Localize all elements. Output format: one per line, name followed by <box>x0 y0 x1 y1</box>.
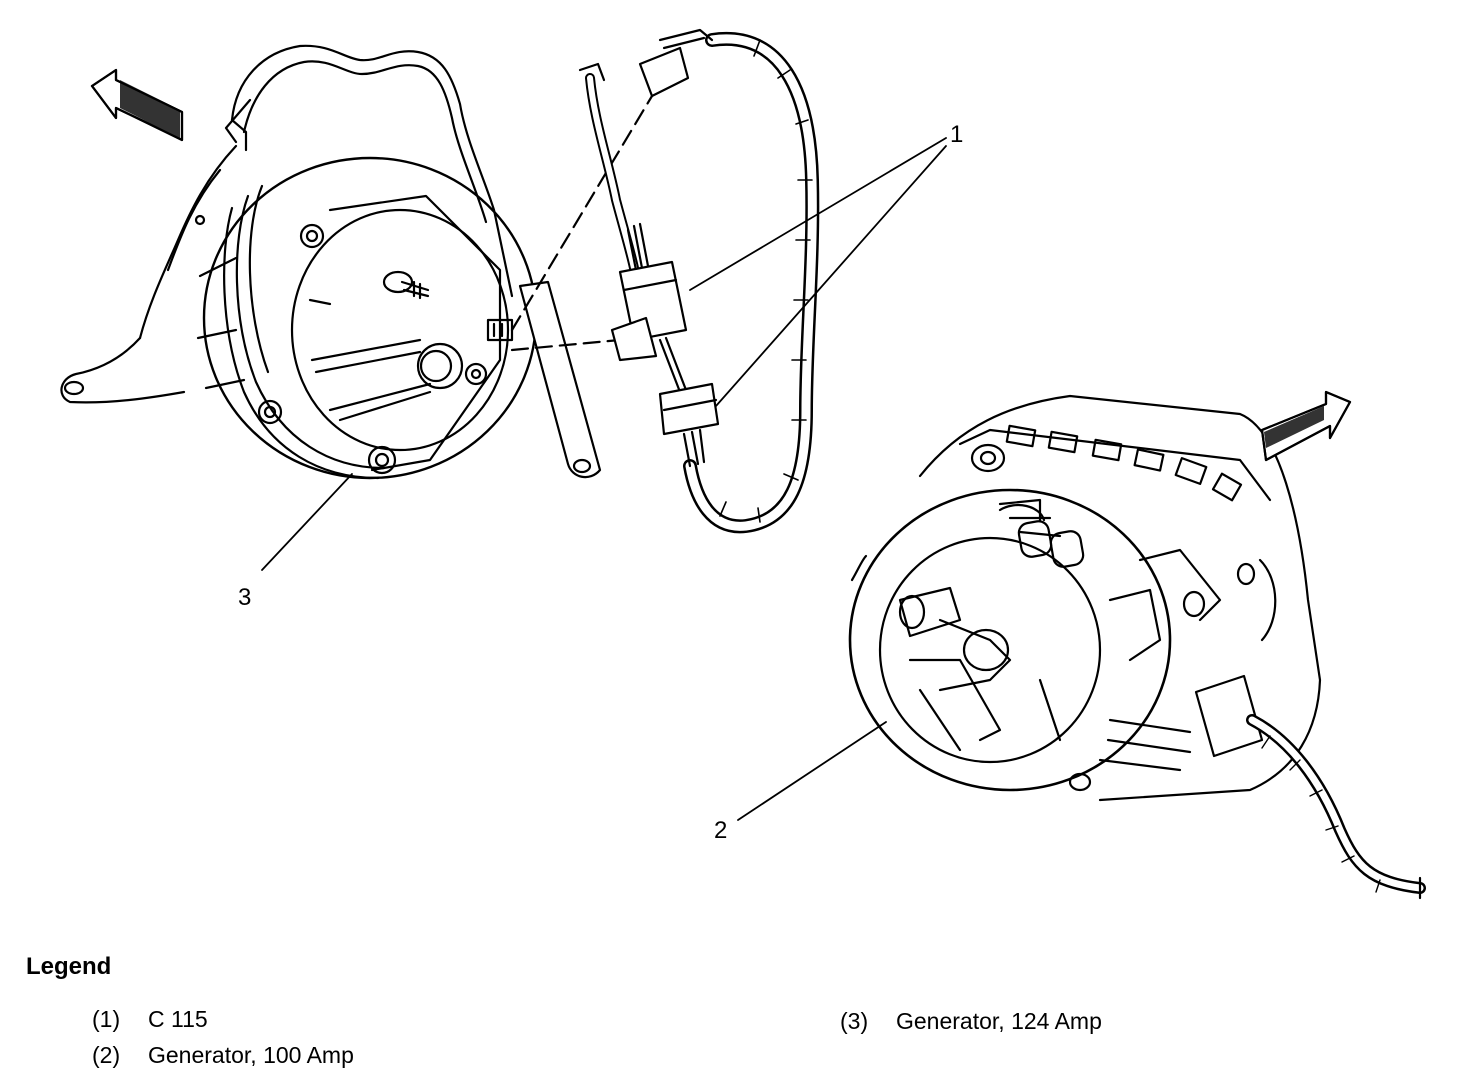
direction-arrow-left <box>90 68 184 142</box>
direction-arrow-right <box>1260 390 1352 462</box>
legend-item-label: Generator, 124 Amp <box>896 1008 1102 1034</box>
callout-2: 2 <box>714 817 727 844</box>
legend-item-3: (3) Generator, 124 Amp <box>840 1008 1102 1035</box>
wiring-harness-c115 <box>578 28 820 534</box>
legend-item-label: C 115 <box>148 1006 208 1032</box>
generator-diagram: 1 3 2 <box>60 28 1426 900</box>
legend-item-number: (3) <box>840 1008 869 1034</box>
legend-item-number: (2) <box>92 1042 121 1068</box>
generator-124-amp <box>60 44 602 480</box>
legend-item-1: (1) C 115 <box>92 1006 208 1033</box>
callout-3: 3 <box>238 584 251 611</box>
generator-100-amp <box>848 394 1426 900</box>
legend-item-label: Generator, 100 Amp <box>148 1042 354 1068</box>
legend-item-number: (1) <box>92 1006 121 1032</box>
callout-1: 1 <box>950 121 963 148</box>
legend-item-2: (2) Generator, 100 Amp <box>92 1042 354 1069</box>
leader-lines <box>261 137 947 821</box>
legend-title: Legend <box>26 953 112 980</box>
alignment-lines <box>510 94 654 352</box>
